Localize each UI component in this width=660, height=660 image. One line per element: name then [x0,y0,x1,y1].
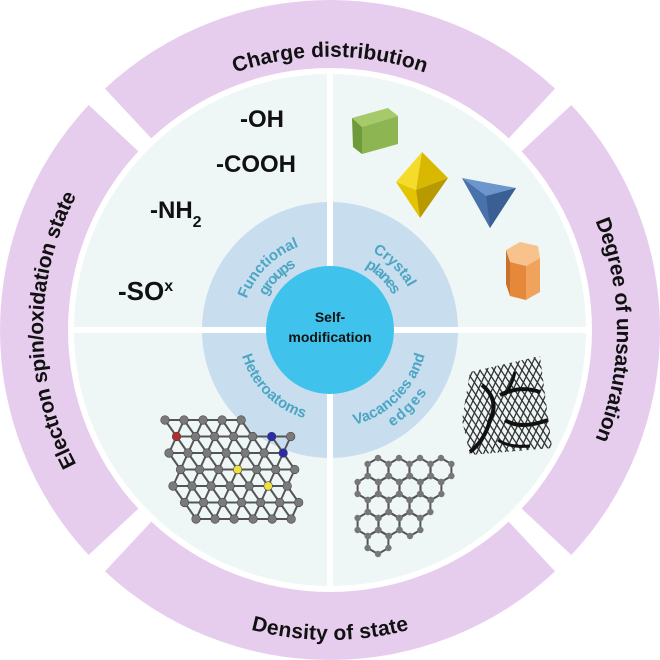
outer-ring-segment-left [0,104,139,556]
doped-graphene-lattice-icon [160,415,304,524]
formula-cooh: -COOH [216,151,296,178]
blue-tetrahedron-icon [462,178,516,228]
center-label-line1: Self- [315,309,346,325]
formula-oh: -OH [240,106,284,133]
hexagonal-lattice-icon [354,454,455,558]
yellow-octahedron-icon [396,152,448,218]
orange-hexagonal-prism-icon [506,242,540,300]
outer-ring-segment-bottom [104,521,556,660]
outer-ring-segment-right [521,104,660,556]
green-cube-icon [352,108,398,154]
formula-nh2: -NH2 [150,197,202,231]
center-circle [266,266,394,394]
center-label-line2: modification [288,329,371,345]
formula-sox: -SOx [118,276,173,306]
functional-group-formulas: -OH -COOH -NH2 -SOx [118,106,296,306]
outer-ring-segment-top [104,0,556,139]
